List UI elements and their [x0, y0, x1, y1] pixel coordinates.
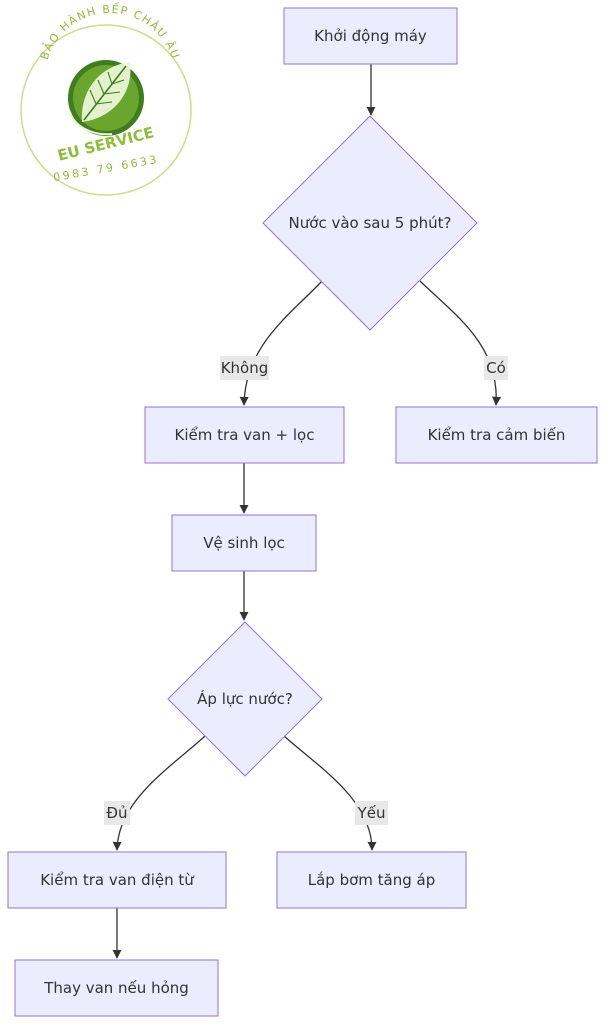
leaf-icon [68, 60, 144, 136]
decision-water-5min-label: Nước vào sau 5 phút? [289, 214, 452, 232]
edge-q-pressure-enough [112, 735, 206, 851]
edge-label-yes-text: Có [486, 359, 506, 377]
node-check-valve-filter[interactable]: Kiểm tra van + lọc [144, 406, 345, 464]
node-check-solenoid[interactable]: Kiểm tra van điện từ [7, 851, 227, 909]
node-replace-valve[interactable]: Thay van nếu hỏng [14, 959, 219, 1017]
decision-water-pressure-label: Áp lực nước? [197, 689, 293, 708]
edge-label-enough-text: Đủ [106, 804, 127, 822]
node-install-pump-label: Lắp bơm tăng áp [308, 871, 436, 889]
edge-q-water-yes [419, 280, 502, 406]
node-check-valve-filter-label: Kiểm tra van + lọc [175, 426, 315, 444]
node-replace-valve-label: Thay van nếu hỏng [43, 979, 189, 997]
node-clean-filter-label: Vệ sinh lọc [203, 534, 285, 552]
brand-logo: BẢO HÀNH BẾP CHÂU ÂU EU SERVICE 0983 79 … [20, 2, 192, 196]
edge-label-weak: Yếu [355, 801, 388, 825]
edge-label-enough: Đủ [104, 801, 130, 825]
decision-water-pressure[interactable]: Áp lực nước? [167, 621, 323, 777]
edge-label-yes: Có [484, 356, 508, 380]
node-start[interactable]: Khởi động máy [283, 7, 458, 65]
edge-q-pressure-weak [283, 735, 377, 851]
node-clean-filter[interactable]: Vệ sinh lọc [171, 514, 317, 572]
node-check-solenoid-label: Kiểm tra van điện từ [40, 871, 195, 889]
node-install-pump[interactable]: Lắp bơm tăng áp [276, 851, 467, 909]
edge-label-weak-text: Yếu [357, 804, 386, 822]
edge-label-no: Không [220, 356, 269, 380]
edge-label-no-text: Không [221, 359, 269, 377]
edge-q-water-no [239, 280, 323, 406]
node-check-sensor-label: Kiểm tra cảm biến [428, 426, 566, 444]
node-check-sensor[interactable]: Kiểm tra cảm biến [395, 406, 598, 464]
decision-water-5min[interactable]: Nước vào sau 5 phút? [262, 115, 478, 331]
node-start-label: Khởi động máy [314, 27, 427, 45]
